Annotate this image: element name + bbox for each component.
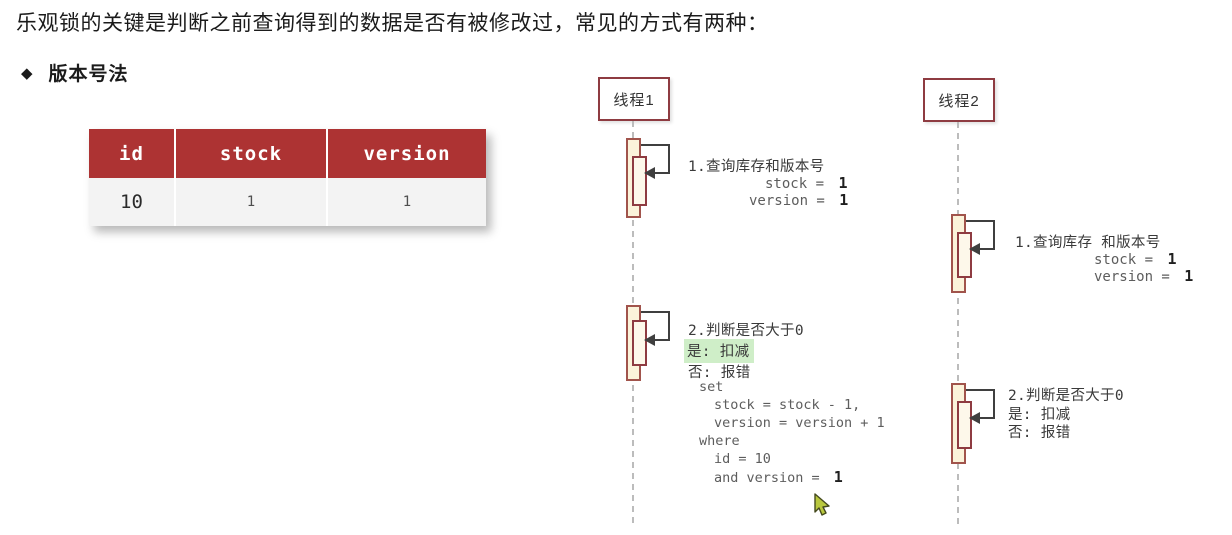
stock-value: 1: [838, 174, 848, 192]
t1-step1-title: 1.查询库存和版本号: [688, 159, 825, 175]
section-heading: ◆ 版本号法: [21, 59, 129, 86]
sql-set-keyword: set: [699, 379, 724, 395]
t1-step2-no: 否: 报错: [688, 365, 751, 381]
section-title: 版本号法: [48, 64, 129, 85]
sql-where-line2: and version = 1: [714, 468, 843, 487]
t2-step2-no: 否: 报错: [1008, 425, 1071, 441]
stock-table: id stock version 10 1 1: [89, 129, 486, 226]
table-header-stock: stock: [176, 129, 328, 178]
where-version-label: and version =: [714, 470, 828, 486]
version-value: 1: [839, 191, 849, 209]
where-version-value: 1: [833, 468, 843, 486]
lifeline-thread2: [957, 122, 959, 525]
t2-step2-yes: 是: 扣减: [1008, 407, 1071, 423]
self-call-arrow: [641, 311, 670, 346]
t1-step2-title: 2.判断是否大于0: [688, 323, 804, 339]
t2-step2-title: 2.判断是否大于0: [1008, 388, 1124, 404]
stock-label: stock =: [765, 176, 833, 192]
actor-thread2: 线程2: [923, 78, 995, 122]
table-header-id: id: [89, 129, 176, 178]
version-value: 1: [1184, 267, 1194, 285]
activation-bar-nested: [632, 320, 647, 366]
table-cell-version: 1: [328, 178, 486, 226]
t2-step1-stock: stock = 1: [1094, 250, 1176, 269]
sql-set-line2: version = version + 1: [714, 415, 885, 431]
self-call-arrow: [966, 220, 995, 255]
activation-bar-nested: [957, 232, 972, 278]
t1-step2-yes: 是: 扣减: [684, 339, 755, 363]
activation-bar-nested: [957, 401, 972, 449]
intro-text: 乐观锁的关键是判断之前查询得到的数据是否有被修改过，常见的方式有两种：: [16, 12, 769, 35]
sql-where-keyword: where: [699, 433, 740, 449]
t2-step1-version: version = 1: [1094, 267, 1193, 286]
t1-step1-stock: stock = 1: [765, 174, 847, 193]
diamond-bullet-icon: ◆: [21, 64, 33, 82]
table-cell-stock: 1: [176, 178, 328, 226]
sql-where-line1: id = 10: [714, 451, 771, 467]
activation-bar-nested: [632, 156, 647, 206]
t2-step1-title: 1.查询库存 和版本号: [1015, 235, 1161, 251]
version-label: version =: [749, 193, 834, 209]
t1-step1-version: version = 1: [749, 191, 848, 210]
sql-set-line1: stock = stock - 1,: [714, 397, 861, 413]
table-cell-id: 10: [89, 178, 176, 226]
version-label: version =: [1094, 269, 1179, 285]
actor-thread1: 线程1: [598, 77, 670, 121]
self-call-arrow: [641, 144, 670, 179]
self-call-arrow: [966, 389, 995, 424]
stock-value: 1: [1167, 250, 1177, 268]
table-header-version: version: [328, 129, 486, 178]
stock-label: stock =: [1094, 252, 1162, 268]
mouse-cursor-arrow-icon: [814, 493, 830, 516]
